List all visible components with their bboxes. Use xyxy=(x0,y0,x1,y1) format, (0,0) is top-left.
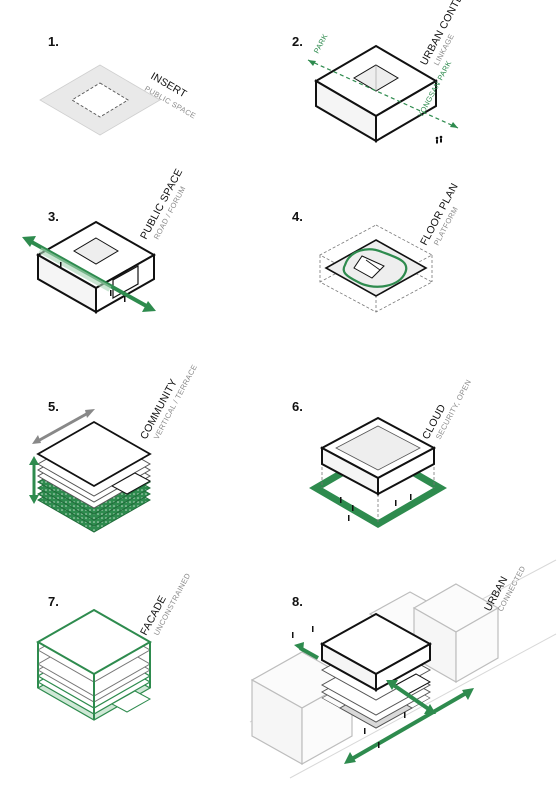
step-5-height-arrow xyxy=(29,456,39,504)
step-3-block xyxy=(35,220,157,314)
step-5-terraces xyxy=(36,420,152,533)
step-6-panel: 6. CLOUD SECURITY, OPEN xyxy=(292,378,473,529)
step-4-panel: 4. FLOOR PLAN PLATFORM xyxy=(292,181,461,313)
step-2-title: URBAN CONTEXT xyxy=(418,0,472,67)
step-6-ground-ring xyxy=(309,447,447,529)
step-5-width-arrow xyxy=(32,409,95,444)
step-6-columns xyxy=(321,462,435,524)
step-6-number: 6. xyxy=(292,399,303,414)
step-2-number: 2. xyxy=(292,34,303,49)
step-1-panel: 1. INSERT PUBLIC SPACE xyxy=(39,34,197,136)
step-7-panel: 7. FACADE UNCONSTRAINED xyxy=(35,571,192,721)
step-5-number: 5. xyxy=(48,399,59,414)
step-4-floor-plan xyxy=(319,224,433,313)
step-7-number: 7. xyxy=(48,594,59,609)
step-2-panel: 2. PARK YONGSAN PARK URBAN CONTEXT LINKA… xyxy=(292,0,472,144)
pedestrian-icon xyxy=(340,494,412,521)
step-8-number: 8. xyxy=(292,594,303,609)
pedestrian-icon xyxy=(60,262,126,302)
step-2-block xyxy=(314,44,438,143)
step-4-number: 4. xyxy=(292,209,303,224)
step-7-facade xyxy=(35,608,153,721)
step-3-road-arrow xyxy=(22,236,156,312)
step-2-linkage-line xyxy=(307,59,459,129)
pedestrian-icon xyxy=(435,135,443,144)
step-1-number: 1. xyxy=(48,34,59,49)
step-3-number: 3. xyxy=(48,209,59,224)
step-2-park-label: PARK xyxy=(312,32,330,55)
pedestrian-icon xyxy=(292,626,406,748)
step-6-cloud-block xyxy=(319,416,437,496)
step-5-panel: 5. COMMUNITY VERTICAL / TERRACE xyxy=(29,363,199,533)
step-8-connection-arrows xyxy=(294,642,474,764)
step-8-panel: 8. xyxy=(249,559,557,779)
step-8-main-building xyxy=(319,612,433,729)
step-3-panel: 3. PUBLIC SPACE ROAD / FORUM xyxy=(22,167,187,314)
step-1-slab xyxy=(39,64,161,136)
